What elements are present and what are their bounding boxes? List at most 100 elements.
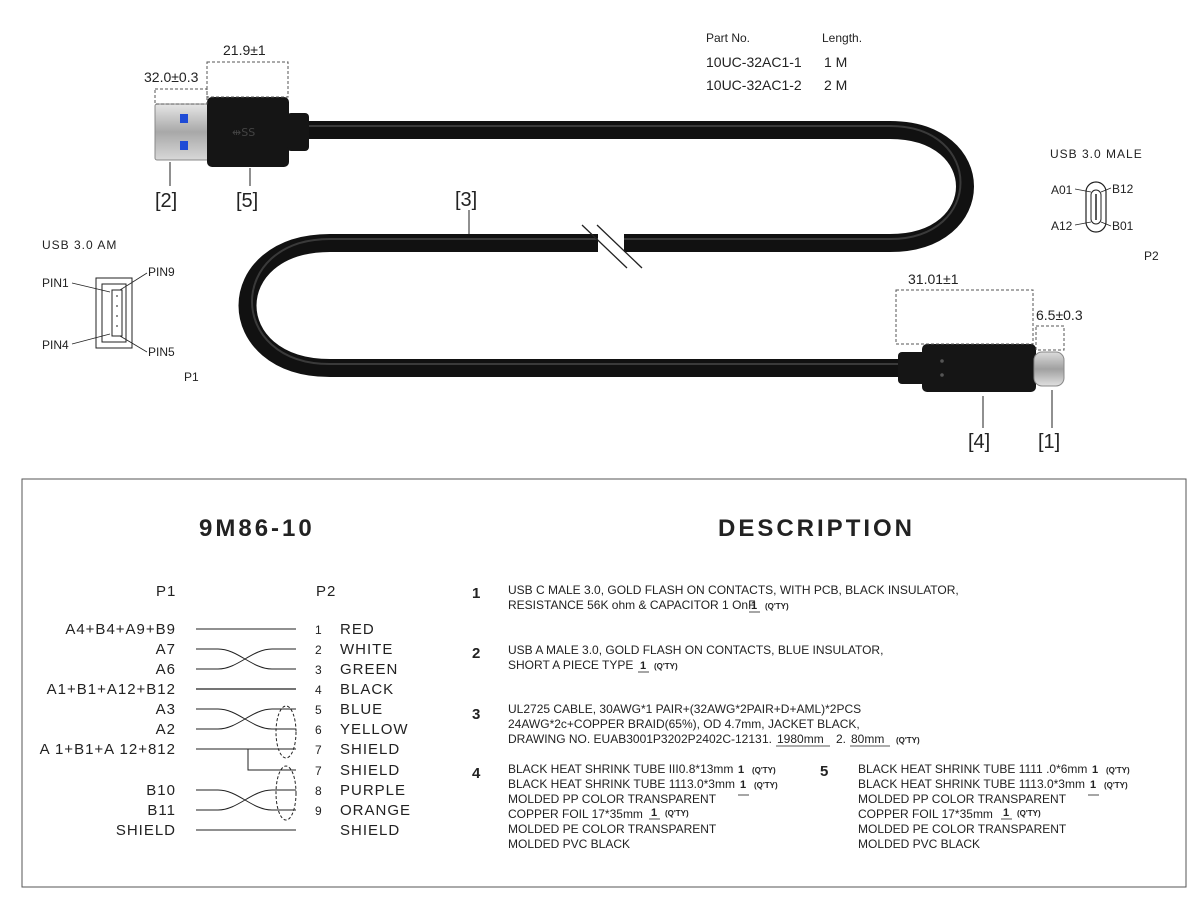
usb-c-leader-b12 bbox=[1100, 187, 1112, 193]
usb-a-blue-contact-1 bbox=[180, 114, 188, 123]
desc-item-5-qty-3: 1 bbox=[1003, 807, 1009, 819]
usb-am-pin5: PIN5 bbox=[148, 345, 175, 359]
desc-item-2-qty: 1 bbox=[640, 660, 646, 672]
usb-c-leader-b01 bbox=[1100, 221, 1112, 227]
desc-item-3-qty-label: (Q'TY) bbox=[896, 736, 920, 745]
callout-1: [1] bbox=[1038, 431, 1060, 453]
usb-c-face-outer bbox=[1085, 181, 1107, 233]
usb-ss-logo-icon: ⇹SS bbox=[232, 126, 255, 139]
desc-item-3-len1: 1980mm bbox=[777, 732, 824, 746]
desc-item-3-line-3: DRAWING NO. EUAB3001P3202P2402C-1213 bbox=[508, 732, 762, 746]
desc-item-4-qty-3: 1 bbox=[651, 807, 657, 819]
wiring-p1-pin: A2 bbox=[156, 721, 176, 738]
usb-am-leader-pin4 bbox=[71, 333, 111, 345]
dim-usb-c-head: 6.5±0.3 bbox=[1036, 307, 1083, 323]
usb-c-boot-tail bbox=[898, 352, 928, 384]
usb-c-boot-dot-1 bbox=[940, 359, 944, 363]
description-title: DESCRIPTION bbox=[718, 515, 915, 542]
usb-male-title: USB 3.0 MALE bbox=[1050, 147, 1143, 161]
usb-a-boot bbox=[207, 97, 289, 167]
wiring-p1-pin: SHIELD bbox=[116, 822, 176, 839]
dim-box-usb-a-head bbox=[154, 88, 208, 105]
wiring-p2-header: P2 bbox=[316, 583, 336, 600]
desc-item-4-qty-1: 1 bbox=[738, 764, 744, 776]
wiring-p1-pin: B11 bbox=[147, 802, 176, 819]
wiring-wire-color: RED bbox=[340, 621, 375, 638]
part-row-1-length: 1 M bbox=[824, 54, 847, 70]
usb-a-boot-tail bbox=[287, 113, 309, 151]
wiring-wire-number: 3 bbox=[315, 663, 322, 677]
desc-item-2-line-2: SHORT A PIECE TYPE bbox=[508, 658, 633, 672]
callout-3: [3] bbox=[455, 189, 477, 211]
desc-item-1-qty-label: (Q'TY) bbox=[765, 602, 789, 611]
desc-item-2-qty-label: (Q'TY) bbox=[654, 662, 678, 671]
dim-box-usb-c-head bbox=[1035, 325, 1065, 351]
callout-4: [4] bbox=[968, 431, 990, 453]
wiring-p1-pin: A6 bbox=[156, 661, 176, 678]
wire-pair-5-6-shield bbox=[275, 705, 297, 759]
wiring-wire-color: BLACK bbox=[340, 681, 394, 698]
desc-item-2-num: 2 bbox=[472, 645, 480, 662]
wire-pair-2-3-twist bbox=[196, 648, 296, 670]
cable-break-line-1 bbox=[581, 224, 628, 269]
desc-item-2-line-1: USB A MALE 3.0, GOLD FLASH ON CONTACTS, … bbox=[508, 643, 883, 657]
spec-panel-border bbox=[21, 478, 1187, 888]
usb-male-a12: A12 bbox=[1051, 219, 1073, 233]
wiring-wire-number: 9 bbox=[315, 804, 322, 818]
usb-c-face-inner bbox=[1090, 189, 1102, 225]
wiring-wire-color: PURPLE bbox=[340, 782, 406, 799]
cable-illustration: ⇹SS 32.0±0.3 21.9±1 31.01±1 6.5±0.3 [2] … bbox=[144, 42, 1083, 453]
usb-am-title: USB 3.0 AM bbox=[42, 238, 117, 252]
wiring-wire-color: YELLOW bbox=[340, 721, 409, 738]
desc-item-1-num: 1 bbox=[472, 585, 480, 602]
desc-item-4-line-1: BLACK HEAT SHRINK TUBE III0.8*13mm bbox=[508, 762, 733, 776]
wire-7-drain bbox=[196, 748, 296, 771]
usb-a-metal-shell bbox=[154, 103, 212, 161]
usb-c-boot-dot-2 bbox=[940, 373, 944, 377]
desc-item-1-line-1: USB C MALE 3.0, GOLD FLASH ON CONTACTS, … bbox=[508, 583, 959, 597]
wire-pair-8-9-shield bbox=[275, 765, 297, 821]
desc-item-4-line-4: COPPER FOIL 17*35mm bbox=[508, 807, 643, 821]
cable-break-line-2 bbox=[596, 224, 643, 269]
wiring-p1-header: P1 bbox=[156, 583, 176, 600]
part-row-2-part: 10UC-32AC1-2 bbox=[706, 77, 802, 93]
part-header: Part No. bbox=[706, 31, 750, 45]
desc-item-1-qty: 1 bbox=[751, 600, 757, 612]
usb-am-leader-pin5 bbox=[119, 335, 148, 353]
usb-male-pinout: USB 3.0 MALE A01 A12 B12 B01 P2 bbox=[1050, 147, 1159, 263]
usb-a-blue-contact-2 bbox=[180, 141, 188, 150]
part-row-1-part: 10UC-32AC1-1 bbox=[706, 54, 802, 70]
desc-item-5-line-5: MOLDED PE COLOR TRANSPARENT bbox=[858, 822, 1067, 836]
desc-item-4-qty-label-3: (Q'TY) bbox=[665, 809, 689, 818]
usb-c-boot bbox=[922, 344, 1036, 392]
desc-item-3-line-2: 24AWG*2c+COPPER BRAID(65%), OD 4.7mm, JA… bbox=[508, 717, 860, 731]
usb-male-b12: B12 bbox=[1112, 182, 1134, 196]
wire-pair-5-6-twist bbox=[196, 708, 296, 730]
usb-am-contact-block bbox=[111, 289, 123, 337]
desc-item-3-line-1: UL2725 CABLE, 30AWG*1 PAIR+(32AWG*2PAIR+… bbox=[508, 702, 861, 716]
usb-am-label: P1 bbox=[184, 370, 199, 384]
wire-pair-8-9-twist bbox=[196, 789, 296, 811]
usb-am-leader-pin9 bbox=[119, 272, 148, 291]
desc-item-5-line-3: MOLDED PP COLOR TRANSPARENT bbox=[858, 792, 1067, 806]
cable-break-gap bbox=[598, 232, 624, 254]
callout-5: [5] bbox=[236, 190, 258, 212]
desc-item-5-qty-label-1: (Q'TY) bbox=[1106, 766, 1130, 775]
part-row-2-length: 2 M bbox=[824, 77, 847, 93]
description-section: DESCRIPTION 1 USB C MALE 3.0, GOLD FLASH… bbox=[472, 515, 1130, 851]
wiring-wire-color: BLUE bbox=[340, 701, 383, 718]
wiring-wire-number: 2 bbox=[315, 643, 322, 657]
desc-item-4-line-3: MOLDED PP COLOR TRANSPARENT bbox=[508, 792, 717, 806]
length-header: Length. bbox=[822, 31, 862, 45]
desc-item-4-qty-label-1: (Q'TY) bbox=[752, 766, 776, 775]
usb-c-leader-a01 bbox=[1074, 188, 1092, 193]
usb-am-pin4: PIN4 bbox=[42, 338, 69, 352]
usb-am-leader-pin1 bbox=[71, 282, 111, 293]
wiring-p1-pin: B10 bbox=[146, 782, 176, 799]
cable-highlight bbox=[251, 125, 962, 365]
desc-item-5-num: 5 bbox=[820, 763, 828, 780]
desc-item-1-line-2: RESISTANCE 56K ohm & CAPACITOR 1 OnF bbox=[508, 598, 755, 612]
